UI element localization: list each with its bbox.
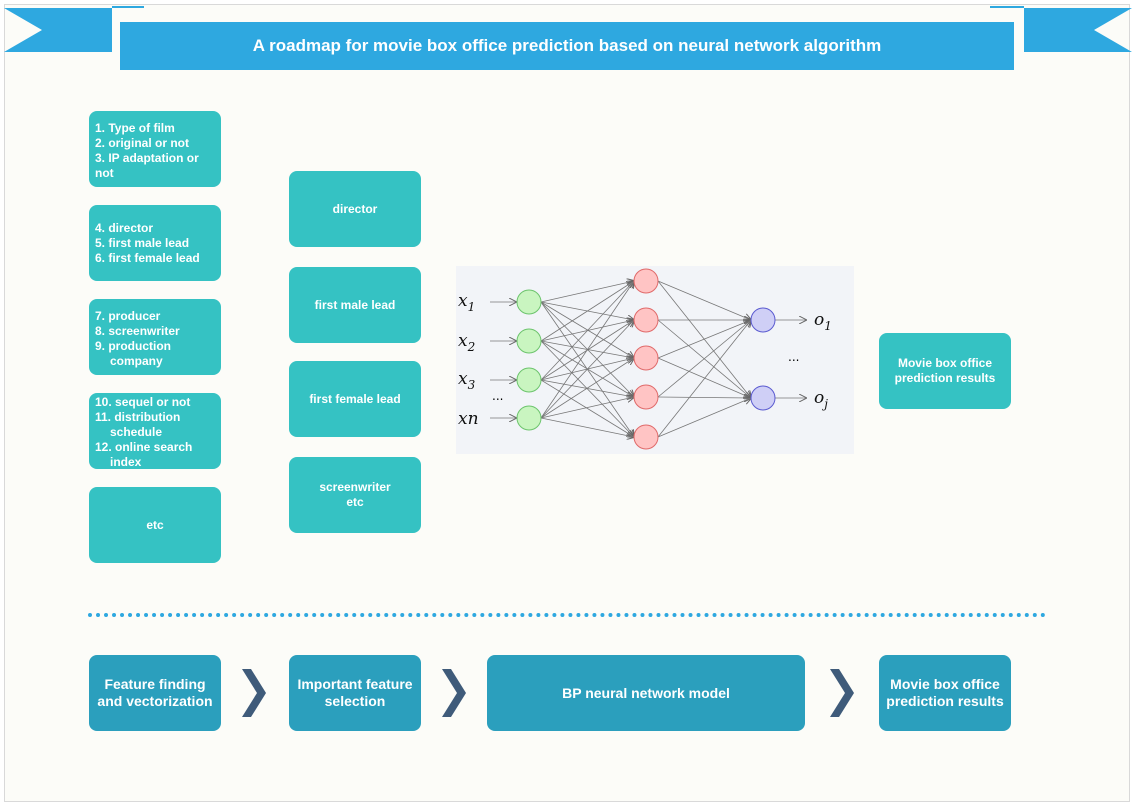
neural-network-diagram: x1 x2 x3... xn o1... oj	[456, 266, 854, 454]
network-edge	[657, 320, 751, 359]
network-edge	[657, 320, 751, 398]
flow-step-label: BP neural network model	[562, 684, 730, 701]
network-edge	[540, 379, 634, 437]
left-ribbon-tail	[4, 6, 144, 52]
output-node	[750, 307, 776, 333]
important-feature-label: screenwriter etc	[319, 480, 391, 509]
section-divider	[88, 613, 1046, 617]
important-feature-first-female-lead: first female lead	[289, 361, 421, 437]
feature-line: 10. sequel or not	[95, 395, 191, 409]
prediction-results-label: Movie box office prediction results	[894, 356, 996, 385]
input-label: x3	[458, 369, 476, 392]
feature-line: 2. original or not	[95, 136, 190, 150]
feature-line: 8. screenwriter	[95, 324, 180, 338]
important-feature-label: first male lead	[314, 297, 396, 312]
network-edge	[657, 320, 751, 438]
important-feature-label: director	[332, 201, 378, 216]
hidden-node	[633, 424, 659, 450]
chevron-right-icon	[242, 669, 266, 717]
input-label: x2	[458, 331, 475, 354]
flow-step-label: Important feature selection	[297, 676, 413, 709]
neural-network-svg: x1 x2 x3... xn o1... oj	[458, 268, 832, 450]
important-feature-first-male-lead: first male lead	[289, 267, 421, 343]
input-node	[516, 328, 542, 354]
hidden-node	[633, 307, 659, 333]
prediction-results-box: Movie box office prediction results	[879, 333, 1011, 409]
input-label: x1	[458, 291, 475, 314]
feature-etc-label: etc	[146, 517, 164, 532]
flow-step-feature-finding: Feature finding and vectorization	[89, 655, 221, 731]
output-label: o1	[814, 310, 832, 333]
feature-line: 1. Type of film	[95, 121, 175, 135]
important-feature-label: first female lead	[309, 391, 401, 406]
hidden-node	[633, 345, 659, 371]
network-edges	[490, 281, 806, 437]
feature-line: 3. IP adaptation or	[95, 151, 199, 165]
feature-line: 11. distribution	[95, 410, 181, 424]
network-edge	[540, 281, 634, 303]
feature-line: 7. producer	[95, 309, 161, 323]
important-feature-director: director	[289, 171, 421, 247]
network-edge	[540, 358, 634, 419]
network-edge	[540, 320, 634, 419]
network-edge	[540, 281, 634, 419]
feature-group-2: 4. director 5. first male lead 6. first …	[89, 205, 221, 281]
network-edge	[540, 340, 634, 437]
output-label: ...	[788, 350, 799, 364]
flow-step-prediction-results: Movie box office prediction results	[879, 655, 1011, 731]
page-title: A roadmap for movie box office predictio…	[252, 36, 882, 55]
output-node	[750, 385, 776, 411]
input-node	[516, 367, 542, 393]
chevron-right-icon	[830, 669, 854, 717]
feature-line: 9. production	[95, 339, 171, 353]
network-edge	[540, 397, 634, 419]
input-node	[516, 289, 542, 315]
network-edge	[657, 397, 751, 398]
input-label: ...	[492, 389, 503, 403]
chevron-right-icon	[442, 669, 466, 717]
flow-step-important-feature: Important feature selection	[289, 655, 421, 731]
feature-line: not	[95, 166, 114, 180]
flow-step-label: Movie box office prediction results	[886, 676, 1004, 709]
network-edge	[540, 281, 634, 342]
network-edge	[657, 398, 751, 438]
feature-group-1: 1. Type of film 2. original or not 3. IP…	[89, 111, 221, 187]
network-edge	[540, 281, 634, 381]
feature-line: company	[110, 354, 163, 368]
hidden-node	[633, 384, 659, 410]
hidden-node	[633, 268, 659, 294]
network-edge	[540, 379, 634, 397]
feature-line: 6. first female lead	[95, 251, 200, 265]
feature-group-etc: etc	[89, 487, 221, 563]
feature-group-3: 7. producer 8. screenwriter 9. productio…	[89, 299, 221, 375]
feature-group-4: 10. sequel or not 11. distribution sched…	[89, 393, 221, 469]
feature-line: 5. first male lead	[95, 236, 190, 250]
important-feature-screenwriter: screenwriter etc	[289, 457, 421, 533]
title-bar: A roadmap for movie box office predictio…	[120, 22, 1014, 70]
network-labels: x1 x2 x3... xn o1... oj	[458, 291, 832, 429]
output-label: oj	[814, 388, 828, 411]
network-nodes	[516, 268, 776, 450]
network-edge	[657, 280, 751, 398]
input-label: xn	[458, 409, 479, 429]
right-ribbon-tail	[990, 6, 1132, 52]
network-edge	[657, 280, 751, 320]
input-node	[516, 405, 542, 431]
feature-line: 4. director	[95, 221, 154, 235]
network-edge	[540, 417, 634, 437]
feature-line: index	[110, 455, 142, 469]
feature-line: 12. online search	[95, 440, 193, 454]
flow-step-label: Feature finding and vectorization	[97, 676, 213, 709]
feature-line: schedule	[110, 425, 163, 439]
flow-step-bp-neural-network: BP neural network model	[487, 655, 805, 731]
